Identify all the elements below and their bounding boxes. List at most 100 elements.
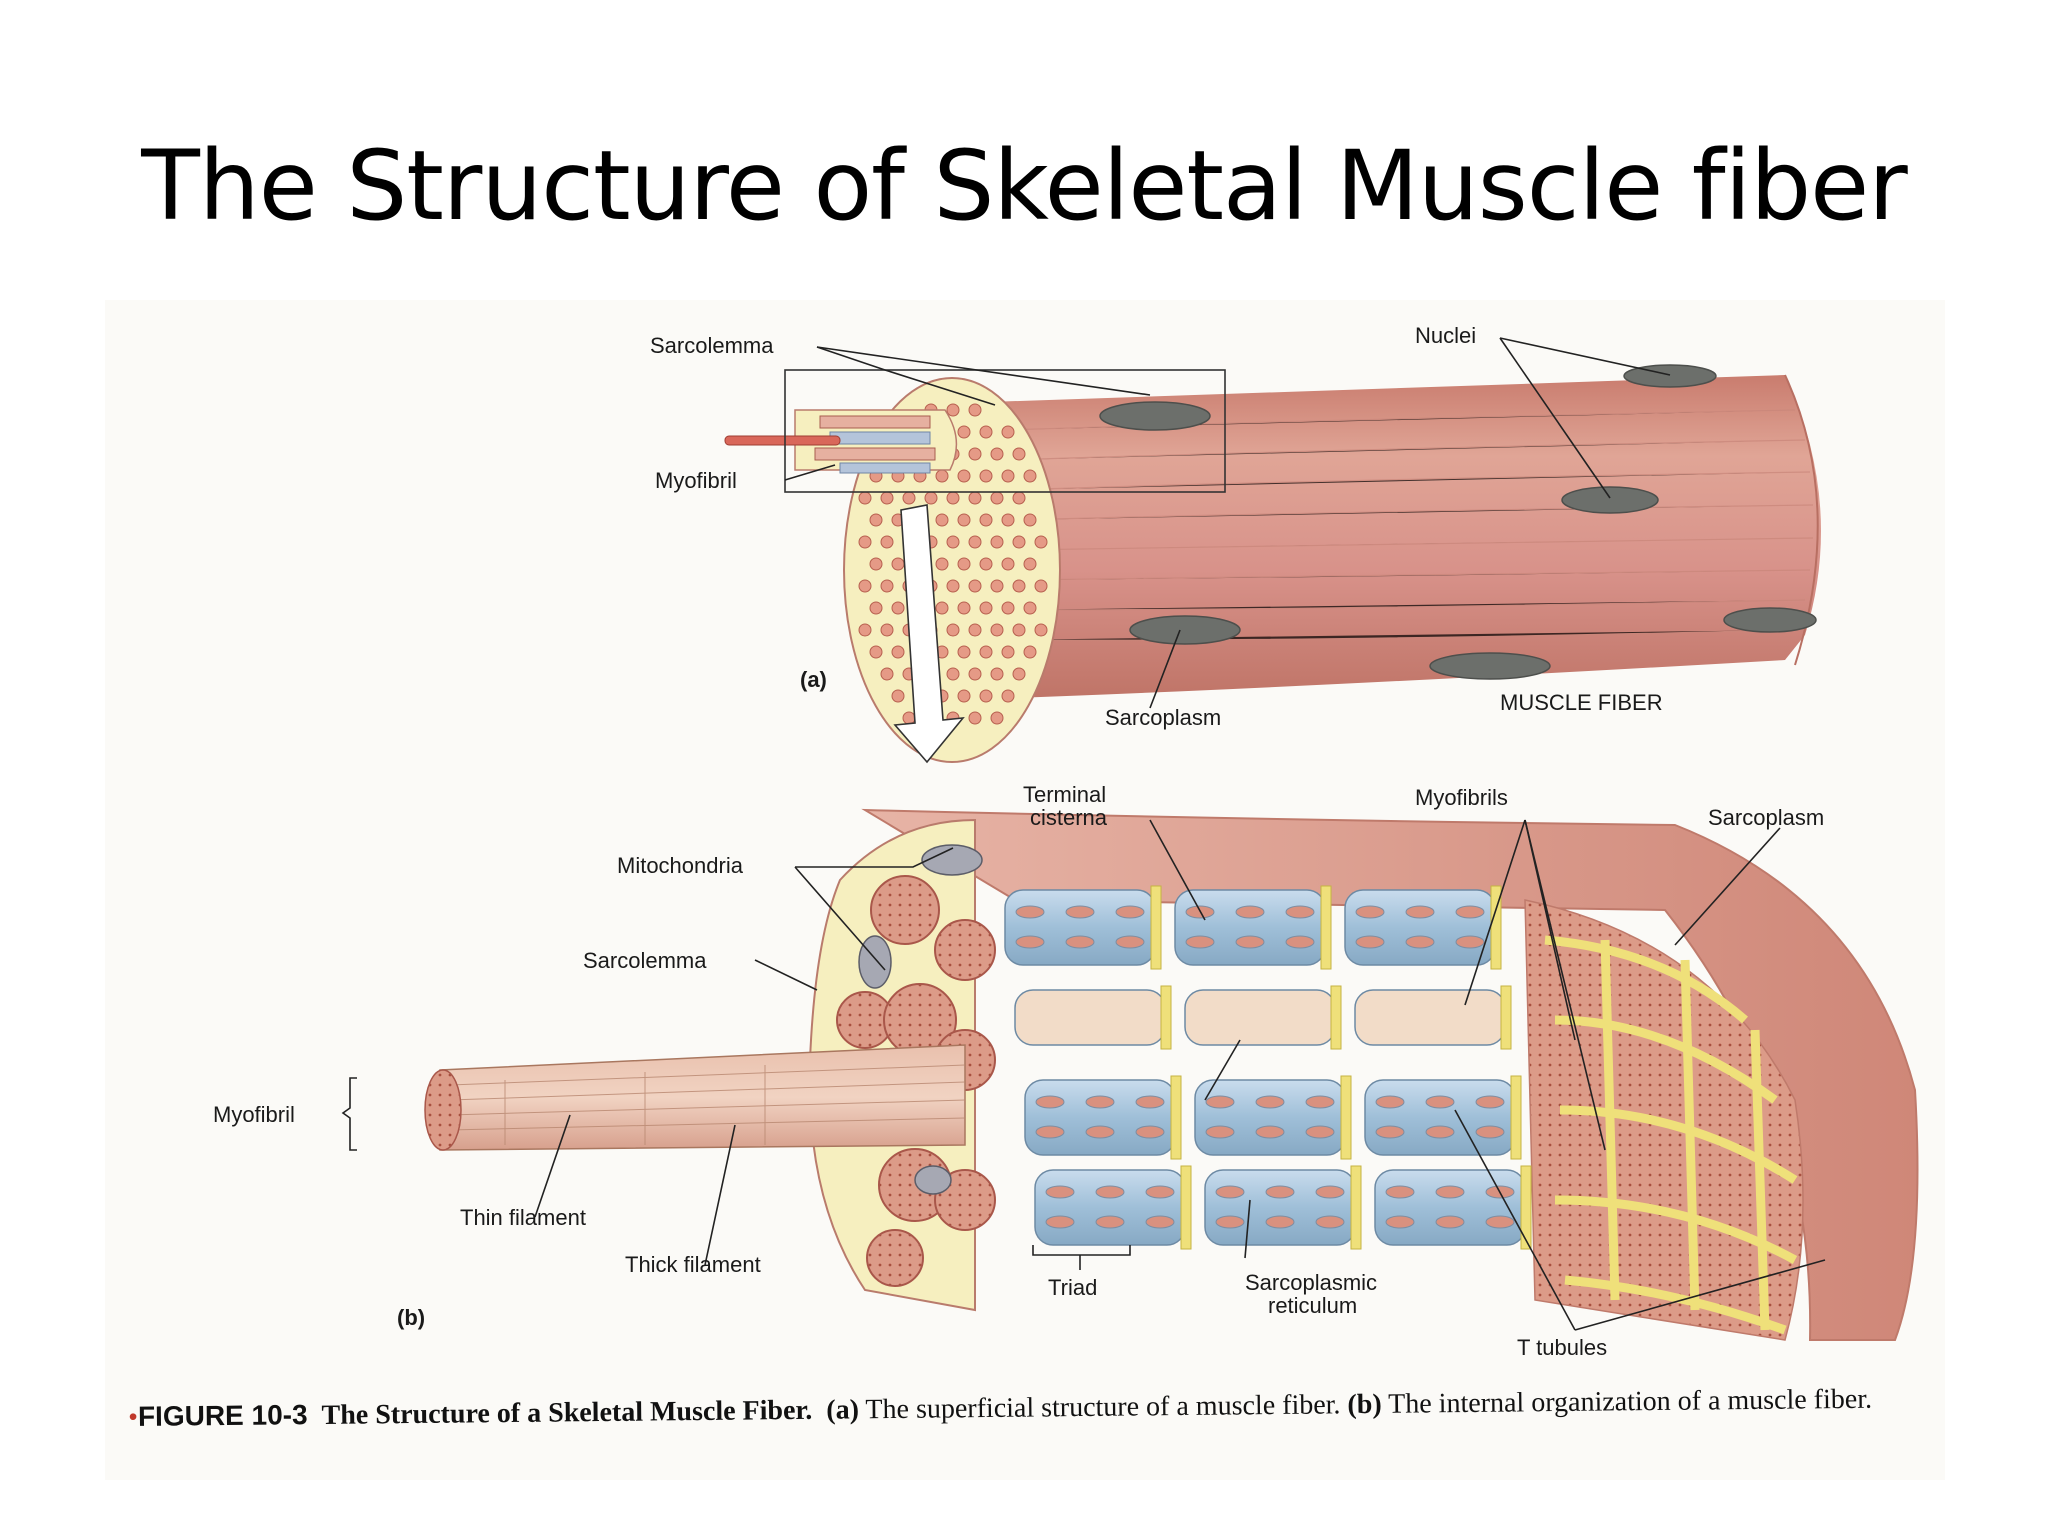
- myofibril-dot: [968, 667, 982, 681]
- sarcomere-segment: [1344, 885, 1502, 970]
- label-terminal-cisterna-1: Terminal: [1023, 782, 1106, 807]
- figure-drawing: Sarcolemma Myofibril Nuclei Sarcoplasm M…: [213, 323, 1919, 1360]
- myofibril-dot: [1034, 623, 1048, 637]
- myofibril-dot: [957, 557, 971, 571]
- myofibril-dot: [990, 579, 1004, 593]
- label-part-b: (b): [397, 1305, 425, 1330]
- myofibril-dot: [1012, 535, 1026, 549]
- label-sarcoplasm-a: Sarcoplasm: [1105, 705, 1221, 730]
- myofibril-dot: [979, 601, 993, 615]
- myofibril-dot: [858, 535, 872, 549]
- myofibril-dot: [880, 579, 894, 593]
- zoom-box: [784, 369, 1226, 493]
- myofibril-dot: [990, 711, 1004, 725]
- myofibril-rod: [724, 435, 841, 446]
- label-muscle-fiber: MUSCLE FIBER: [1500, 690, 1663, 715]
- myofibril-dot: [1001, 645, 1015, 659]
- sarcomere-segment: [1184, 985, 1342, 1050]
- label-t-tubules: T tubules: [1517, 1335, 1607, 1360]
- sarcomere-segment: [1374, 1165, 1532, 1250]
- label-triad: Triad: [1048, 1275, 1097, 1300]
- sarcomere-segment: [1204, 1165, 1362, 1250]
- myofibril-dot: [1001, 557, 1015, 571]
- myofibril-dot: [968, 623, 982, 637]
- myofibril-dot: [935, 601, 949, 615]
- myofibril-dot: [979, 469, 993, 483]
- label-sarcoplasmic-reticulum-1: Sarcoplasmic: [1245, 1270, 1377, 1295]
- myofibril-dot: [957, 513, 971, 527]
- myofibril-dot: [968, 579, 982, 593]
- label-mitochondria: Mitochondria: [617, 853, 744, 878]
- myofibril-dot: [880, 491, 894, 505]
- sarcomere-segment: [1364, 1075, 1522, 1160]
- caption-title: The Structure of a Skeletal Muscle Fiber…: [321, 1394, 813, 1431]
- myofibril-bundle: [724, 415, 936, 474]
- myofibril-dot: [1023, 513, 1037, 527]
- caption-figure-number: FIGURE 10-3: [137, 1399, 308, 1432]
- part-b-diagram: Terminal cisterna Myofibrils Sarcoplasm …: [213, 782, 1919, 1360]
- sarcomere-segment: [1354, 985, 1512, 1050]
- myofibril-dot: [935, 513, 949, 527]
- myofibril-dot: [957, 601, 971, 615]
- myofibril-dot: [891, 557, 905, 571]
- myofibril-dot: [869, 557, 883, 571]
- part-a-diagram: Sarcolemma Myofibril Nuclei Sarcoplasm M…: [650, 323, 1821, 764]
- myofibril-dot: [946, 535, 960, 549]
- myofibril-dot: [1012, 579, 1026, 593]
- sarcoplasmic-reticulum-bands: [1004, 885, 1532, 1250]
- label-myofibrils: Myofibrils: [1415, 785, 1508, 810]
- myofibril-end: [870, 875, 940, 945]
- label-thick-filament: Thick filament: [625, 1252, 761, 1277]
- slide-title: The Structure of Skeletal Muscle fiber: [141, 130, 1907, 242]
- label-sarcolemma-a: Sarcolemma: [650, 333, 774, 358]
- myofibril-dot: [979, 645, 993, 659]
- myofibril-dot: [1001, 513, 1015, 527]
- myofibril-dot: [880, 623, 894, 637]
- myofibril-dot: [968, 711, 982, 725]
- myofibril-dot: [1023, 645, 1037, 659]
- label-terminal-cisterna-2: cisterna: [1030, 805, 1108, 830]
- myofibril-dot: [979, 689, 993, 703]
- myofibril-dot: [946, 623, 960, 637]
- sarcomere-segment: [1034, 1165, 1192, 1250]
- myofibril-dot: [946, 491, 960, 505]
- myofibril-dot: [957, 689, 971, 703]
- myofibril-dot: [891, 689, 905, 703]
- myofibril-dot: [1023, 469, 1037, 483]
- myofibril-end: [934, 919, 996, 981]
- myofibril-dot: [946, 579, 960, 593]
- muscle-fiber-figure: Sarcolemma Myofibril Nuclei Sarcoplasm M…: [105, 300, 1945, 1480]
- myofibril-dot: [946, 403, 960, 417]
- myofibril-dot: [935, 469, 949, 483]
- myofibril-dot: [990, 535, 1004, 549]
- myofibril-dot: [902, 711, 916, 725]
- myofibril-dot: [990, 623, 1004, 637]
- myofibril-dot: [1001, 601, 1015, 615]
- myofibril-dot: [1034, 579, 1048, 593]
- myofibril-dot: [979, 513, 993, 527]
- myofibril-dot: [924, 491, 938, 505]
- myofibril-dot: [1012, 667, 1026, 681]
- caption-part-b-tag: (b): [1347, 1388, 1382, 1421]
- myofibril-dot: [1012, 447, 1026, 461]
- sarcomere-segment: [1014, 985, 1172, 1050]
- myofibril-dot: [990, 491, 1004, 505]
- myofibril-dot: [880, 667, 894, 681]
- extended-myofibril: [424, 1044, 966, 1151]
- myofibril-dot: [957, 645, 971, 659]
- myofibril-dot: [1023, 557, 1037, 571]
- sarcomere-segment: [1174, 885, 1332, 970]
- label-sarcoplasm-b: Sarcoplasm: [1708, 805, 1824, 830]
- label-nuclei: Nuclei: [1415, 323, 1476, 348]
- myofibril-dot: [858, 579, 872, 593]
- myofibril-dot: [1012, 623, 1026, 637]
- myofibril-dot: [979, 557, 993, 571]
- sarcomere-segment: [1024, 1075, 1182, 1160]
- caption-part-a-tag: (a): [826, 1394, 860, 1426]
- myofibril-dot: [990, 667, 1004, 681]
- myofibril-dot: [968, 403, 982, 417]
- myofibril-dot: [1001, 689, 1015, 703]
- myofibril-dot: [1012, 491, 1026, 505]
- myofibril-dot: [858, 491, 872, 505]
- caption-bullet: •: [128, 1401, 139, 1433]
